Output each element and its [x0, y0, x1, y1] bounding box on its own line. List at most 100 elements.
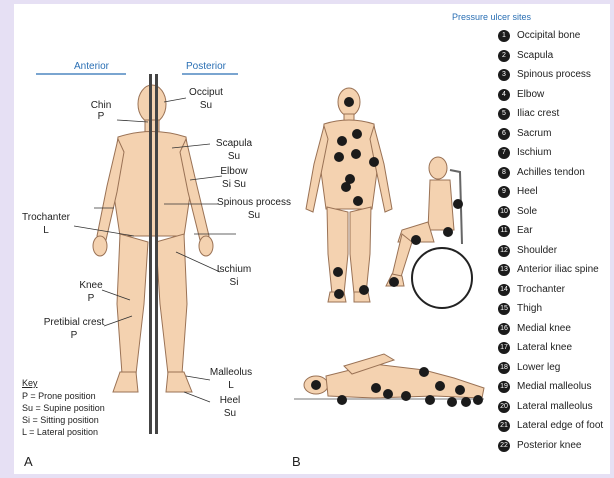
legend-label: Lateral knee: [517, 342, 572, 353]
legend-item: 6 Sacrum: [498, 126, 610, 145]
legend-marker-icon: 7: [498, 147, 510, 159]
label-knee-code: P: [76, 293, 106, 304]
label-trochanter: Trochanter: [16, 212, 76, 223]
legend-marker-icon: 11: [498, 225, 510, 237]
legend-label: Medial malleolus: [517, 381, 591, 392]
panel-letter-a: A: [24, 456, 33, 467]
label-heel-code: Su: [210, 408, 250, 419]
legend-label: Thigh: [517, 303, 542, 314]
key-title: Key: [22, 378, 38, 389]
legend-label: Shoulder: [517, 245, 557, 256]
legend-label: Occipital bone: [517, 30, 580, 41]
label-pretibial-crest: Pretibial crest: [34, 317, 114, 328]
legend-label: Lateral malleolus: [517, 401, 593, 412]
legend-label: Sole: [517, 206, 537, 217]
key-item-prone: P = Prone position: [22, 391, 96, 402]
legend-item: 8 Achilles tendon: [498, 165, 610, 184]
legend-marker-icon: 14: [498, 284, 510, 296]
label-spinous-process: Spinous process: [214, 197, 294, 208]
legend-item: 4 Elbow: [498, 87, 610, 106]
legend-label: Iliac crest: [517, 108, 559, 119]
diagram-canvas: Anterior Posterior Chin P Occiput Su Sca…: [14, 4, 610, 474]
legend-label: Spinous process: [517, 69, 591, 80]
label-heel: Heel: [210, 395, 250, 406]
label-elbow: Elbow: [214, 166, 254, 177]
key-item-supine: Su = Supine position: [22, 403, 105, 414]
legend-item: 13 Anterior iliac spine: [498, 262, 610, 281]
legend-label: Lateral edge of foot: [517, 420, 603, 431]
legend-item: 1 Occipital bone: [498, 28, 610, 47]
legend-title: Pressure ulcer sites: [452, 12, 531, 23]
label-elbow-code: Si Su: [214, 179, 254, 190]
label-ischium-code: Si: [212, 277, 256, 288]
label-ischium: Ischium: [212, 264, 256, 275]
label-chin: Chin: [86, 100, 116, 111]
divider-bar-right: [155, 74, 158, 434]
legend-marker-icon: 19: [498, 381, 510, 393]
legend-item: 20Lateral malleolus: [498, 399, 610, 418]
legend-marker-icon: 8: [498, 167, 510, 179]
legend-item: 21 Lateral edge of foot: [498, 418, 610, 437]
legend-item: 5 Iliac crest: [498, 106, 610, 125]
legend-marker-icon: 6: [498, 128, 510, 140]
key-item-sitting: Si = Sitting position: [22, 415, 99, 426]
heading-anterior: Anterior: [74, 61, 109, 72]
divider-bar-left: [149, 74, 152, 434]
legend-label: Scapula: [517, 50, 553, 61]
legend-item: 19 Medial malleolus: [498, 379, 610, 398]
label-scapula-code: Su: [212, 151, 256, 162]
legend-item: 22 Posterior knee: [498, 438, 610, 457]
label-scapula: Scapula: [212, 138, 256, 149]
heading-posterior: Posterior: [186, 61, 226, 72]
legend-marker-icon: 15: [498, 303, 510, 315]
label-malleolus-code: L: [206, 380, 256, 391]
label-occiput-code: Su: [184, 100, 228, 111]
legend-label: Medial knee: [517, 323, 571, 334]
legend-marker-icon: 4: [498, 89, 510, 101]
label-pretibial-code: P: [34, 330, 114, 341]
legend-label: Sacrum: [517, 128, 551, 139]
legend-label: Heel: [517, 186, 538, 197]
legend-label: Ear: [517, 225, 533, 236]
legend-marker-icon: 9: [498, 186, 510, 198]
legend-item: 17 Lateral knee: [498, 340, 610, 359]
legend-marker-icon: 18: [498, 362, 510, 374]
legend-marker-icon: 2: [498, 50, 510, 62]
legend-marker-icon: 5: [498, 108, 510, 120]
legend-marker-icon: 22: [498, 440, 510, 452]
label-chin-code: P: [86, 111, 116, 122]
legend-item: 11 Ear: [498, 223, 610, 242]
legend-marker-icon: 12: [498, 245, 510, 257]
legend-item: 15 Thigh: [498, 301, 610, 320]
panel-letter-b: B: [292, 456, 301, 467]
legend-marker-icon: 21: [498, 420, 510, 432]
legend-marker-icon: 17: [498, 342, 510, 354]
legend-item: 14Trochanter: [498, 282, 610, 301]
legend-label: Elbow: [517, 89, 544, 100]
legend-marker-icon: 13: [498, 264, 510, 276]
label-spinous-code: Su: [214, 210, 294, 221]
legend-item: 10 Sole: [498, 204, 610, 223]
legend-label: Ischium: [517, 147, 551, 158]
key-item-lateral: L = Lateral position: [22, 427, 98, 438]
legend-marker-icon: 10: [498, 206, 510, 218]
legend-item: 3Spinous process: [498, 67, 610, 86]
seated-figure: [386, 157, 472, 308]
legend-item: 2 Scapula: [498, 48, 610, 67]
legend-item: 16 Medial knee: [498, 321, 610, 340]
legend-label: Lower leg: [517, 362, 560, 373]
standing-figure-a: [93, 85, 213, 392]
legend-item: 12 Shoulder: [498, 243, 610, 262]
legend-item: 18 Lower leg: [498, 360, 610, 379]
label-trochanter-code: L: [16, 225, 76, 236]
legend-label: Anterior iliac spine: [517, 264, 599, 275]
legend-marker-icon: 16: [498, 323, 510, 335]
legend-marker-icon: 1: [498, 30, 510, 42]
standing-figure-b: [306, 88, 392, 302]
legend-item: 7 Ischium: [498, 145, 610, 164]
label-knee: Knee: [76, 280, 106, 291]
label-occiput: Occiput: [184, 87, 228, 98]
legend-label: Achilles tendon: [517, 167, 585, 178]
label-malleolus: Malleolus: [206, 367, 256, 378]
legend-label: Posterior knee: [517, 440, 581, 451]
